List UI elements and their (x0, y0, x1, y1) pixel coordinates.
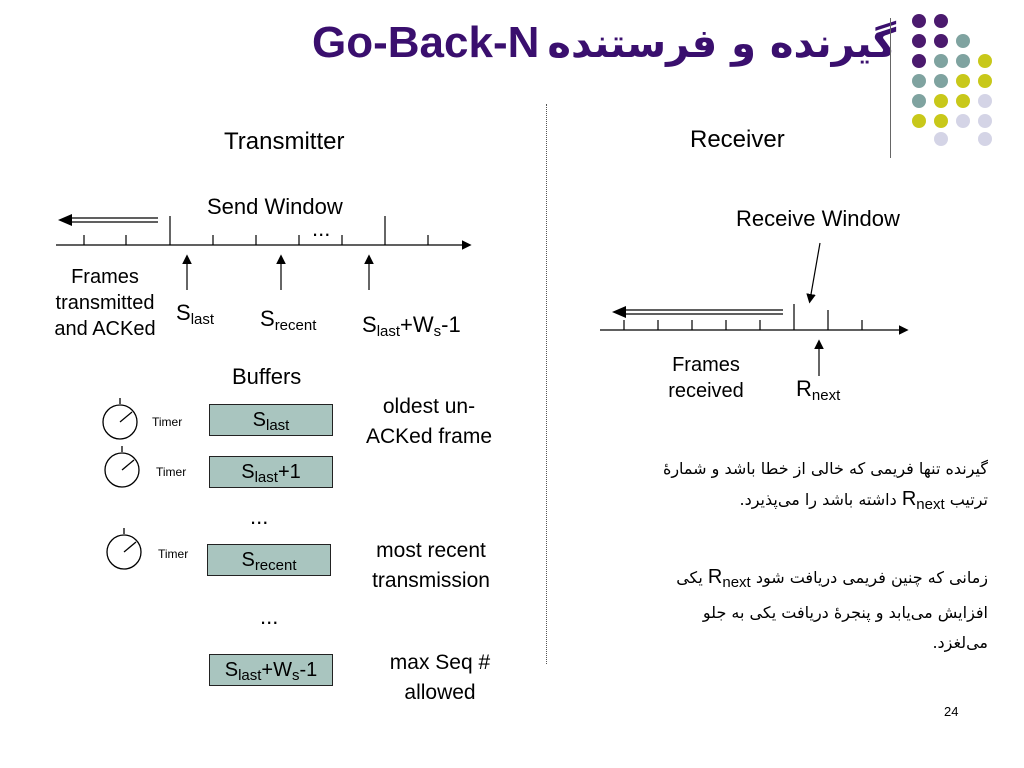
dot (934, 74, 948, 88)
dot (934, 34, 948, 48)
dot (912, 34, 926, 48)
received-arrow-head (612, 306, 626, 318)
buffers-heading: Buffers (232, 364, 302, 389)
dot (912, 94, 926, 108)
frames-received-label: Frames received (650, 352, 762, 404)
timer-icon (102, 398, 138, 440)
dot (978, 132, 992, 146)
dot (978, 74, 992, 88)
window-ellipsis: ... (312, 216, 331, 241)
dot (978, 94, 992, 108)
frames-received-line: Frames (672, 354, 740, 376)
send-window-label: Send Window (207, 194, 343, 219)
dot (912, 14, 926, 28)
r-next-inline: Rnext (707, 566, 751, 591)
dot (956, 114, 970, 128)
dot (978, 54, 992, 68)
dot (912, 114, 926, 128)
timer-icon (106, 528, 142, 570)
dot (934, 114, 948, 128)
timer-icon (104, 446, 140, 488)
explanation-paragraph-1: گیرنده تنها فریمی که خالی از خطا باشد و … (604, 454, 988, 520)
buffer-slot: Slast+1 (209, 456, 333, 488)
description-line: ACKed frame (365, 425, 493, 448)
frames-transmitted-label: Frames transmitted and ACKed (40, 264, 170, 342)
transmitter-heading: Transmitter (224, 128, 345, 155)
decorative-dot-grid (900, 14, 1020, 146)
page-number: 24 (944, 704, 959, 719)
dot (956, 74, 970, 88)
buffer-description: most recent transmission (348, 536, 514, 596)
dot (934, 14, 948, 28)
buffer-description: max Seq # allowed (360, 648, 520, 708)
title-english: Go-Back-N (312, 18, 540, 67)
dot (956, 54, 970, 68)
dot (912, 74, 926, 88)
buffer-slot: Srecent (207, 544, 331, 576)
buffer-slot: Slast (209, 404, 333, 436)
s-last-label: Slast (176, 300, 215, 328)
title-persian: گیرنده و فرستنده (547, 21, 897, 67)
dot (912, 54, 926, 68)
transmitter-sequence-axis (56, 214, 472, 290)
buffer-description: oldest un- ACKed frame (346, 392, 512, 452)
frames-transmitted-line: transmitted (55, 292, 155, 314)
dot (934, 54, 948, 68)
dot (978, 114, 992, 128)
description-line: transmission (372, 569, 490, 592)
dot (934, 132, 948, 146)
acked-arrow-head (58, 214, 72, 226)
timer-label: Timer (158, 547, 189, 561)
timer-label: Timer (152, 415, 183, 429)
buffer-slot: Slast+Ws-1 (209, 654, 333, 686)
explanation-line: ترتیب Rnext داشته باشد را می‌پذیرد. (739, 488, 988, 513)
receive-window-label: Receive Window (736, 206, 900, 231)
timer-label: Timer (156, 465, 187, 479)
explanation-line: افزایش می‌یابد و پنجرهٔ دریافت یکی به جل… (702, 603, 988, 622)
description-line: oldest un- (382, 395, 476, 418)
receiver-heading: Receiver (690, 126, 785, 153)
frames-transmitted-line: Frames (71, 266, 139, 288)
explanation-line: گیرنده تنها فریمی که خالی از خطا باشد و … (662, 459, 988, 478)
r-next-label: Rnext (796, 376, 841, 404)
dot (956, 94, 970, 108)
r-next-inline: Rnext (901, 488, 945, 513)
explanation-paragraph-2: زمانی که چنین فریمی دریافت شود Rnext یکی… (604, 562, 988, 658)
buffer-ellipsis: ... (260, 604, 279, 629)
receiver-ticks (623, 304, 863, 330)
dot (934, 94, 948, 108)
buffer-ellipsis: ... (250, 504, 269, 529)
transmitter-ticks (83, 216, 429, 245)
dot (956, 34, 970, 48)
description-line: allowed (404, 681, 476, 704)
title-divider (890, 18, 891, 158)
section-divider (546, 104, 547, 664)
receive-window-pointer-arrow (806, 242, 821, 304)
explanation-line: می‌لغزد. (932, 633, 988, 652)
explanation-line: زمانی که چنین فریمی دریافت شود Rnext یکی (676, 566, 988, 591)
receiver-sequence-axis (600, 242, 909, 376)
frames-received-line: received (668, 380, 744, 402)
description-line: max Seq # (389, 651, 491, 674)
s-last-plus-ws-label: Slast+Ws-1 (362, 312, 461, 340)
frames-transmitted-line: and ACKed (54, 318, 156, 340)
description-line: most recent (376, 539, 486, 562)
s-recent-label: Srecent (260, 306, 317, 334)
